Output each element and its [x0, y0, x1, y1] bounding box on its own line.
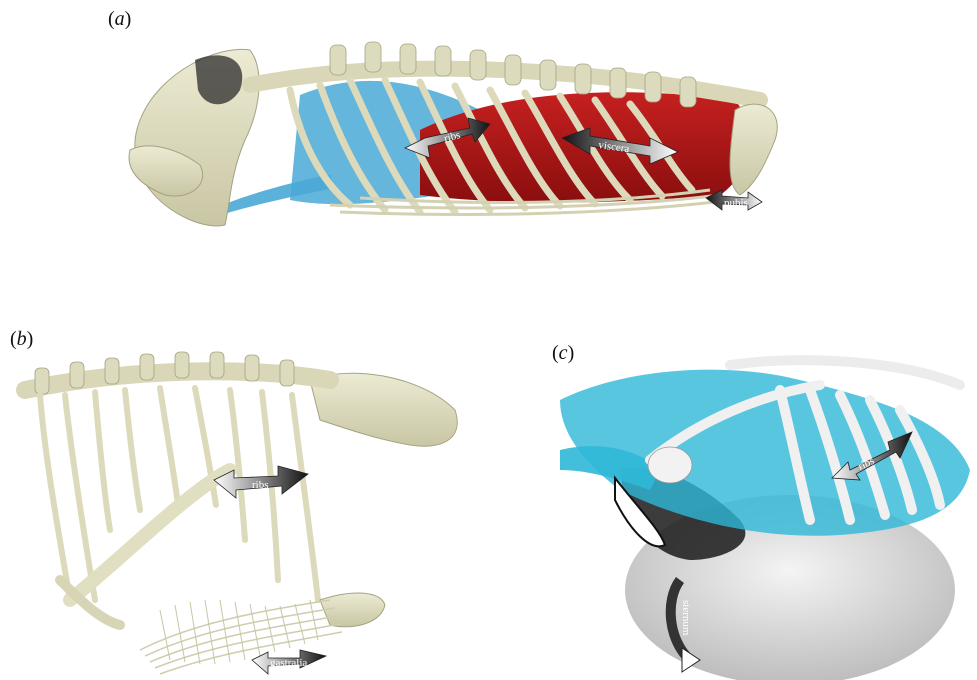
panel-b-gastralia-arrow: gastralia — [252, 650, 326, 674]
panel-a-pubis-label: pubis — [724, 197, 748, 209]
panel-c-skeleton — [560, 360, 970, 680]
panel-b-skeleton — [25, 352, 457, 674]
panel-c-sternum-label: sternum — [680, 600, 692, 636]
panel-b-ribs-label: ribs — [252, 479, 269, 491]
panel-b-gastralia-label: gastralia — [270, 657, 307, 669]
